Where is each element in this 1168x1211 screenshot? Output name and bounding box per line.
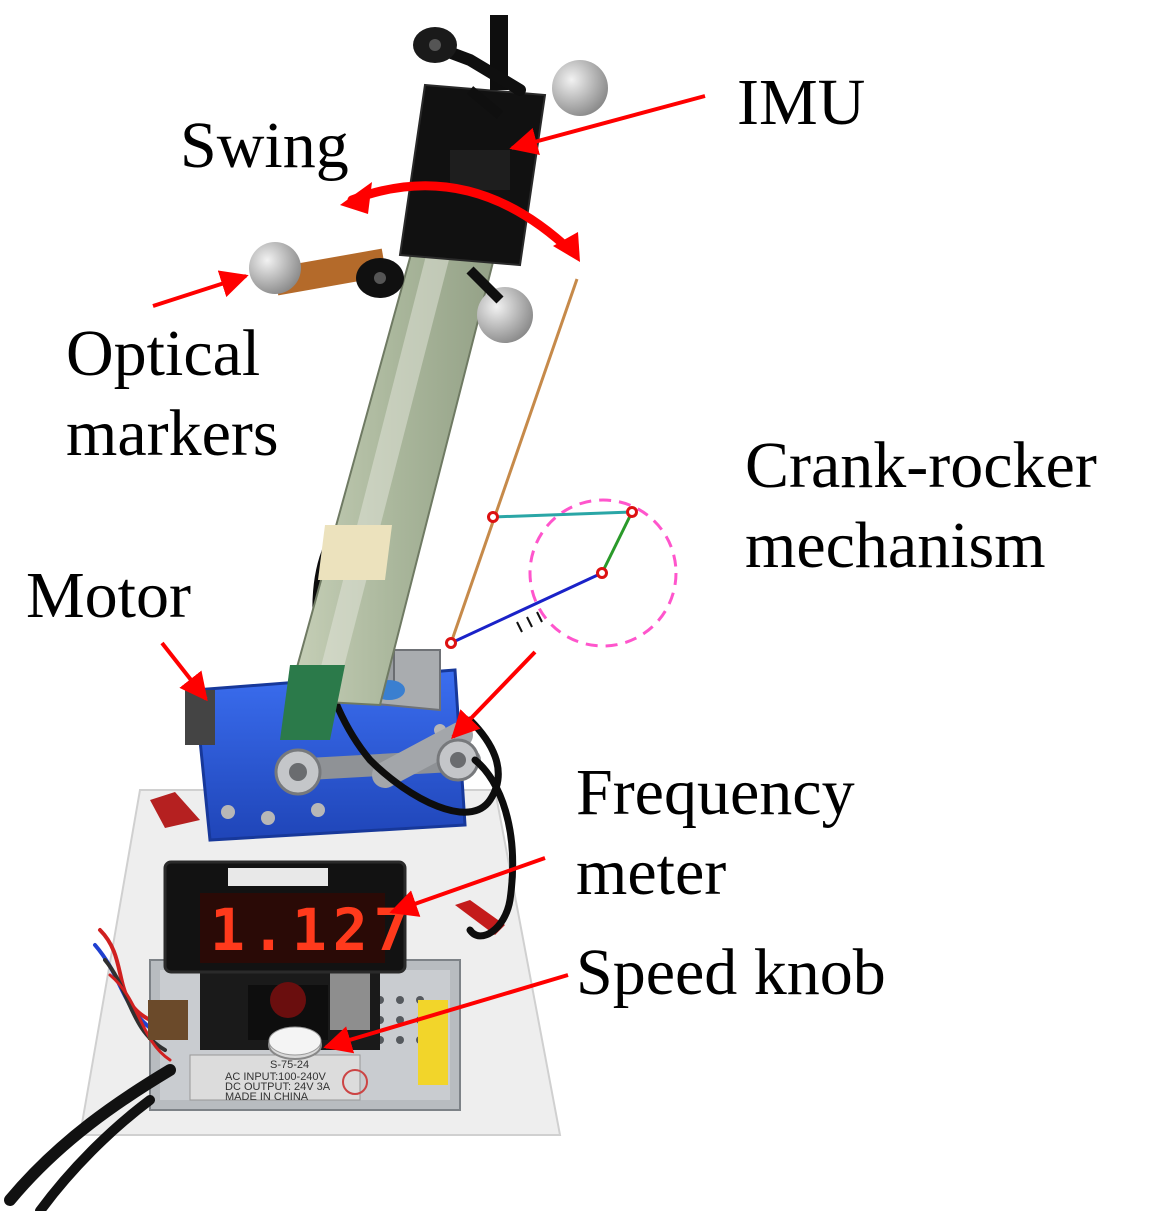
ground-link bbox=[450, 571, 603, 645]
label-frequency-meter: Frequency meter bbox=[576, 760, 855, 906]
joint bbox=[445, 637, 457, 649]
psu-input: AC INPUT:100-240V bbox=[225, 1071, 327, 1083]
optical-markers bbox=[249, 27, 608, 343]
coupler-link bbox=[492, 510, 633, 519]
joint bbox=[596, 567, 608, 579]
psu-model: S-75-24 bbox=[270, 1059, 309, 1071]
imu-arrow bbox=[509, 94, 706, 155]
red-strap bbox=[150, 792, 505, 935]
crank-rocker-arrow bbox=[451, 650, 537, 740]
psu-output: DC OUTPUT: 24V 3A bbox=[225, 1081, 331, 1093]
label-optical-markers-line1: Optical bbox=[66, 317, 261, 390]
ground-hatch bbox=[516, 611, 543, 633]
rocker-link bbox=[449, 278, 579, 644]
joint bbox=[487, 511, 499, 523]
label-frequency-meter-line2: meter bbox=[576, 836, 727, 909]
label-optical-markers: Optical markers bbox=[66, 321, 279, 467]
label-frequency-meter-line1: Frequency bbox=[576, 756, 855, 829]
psu-origin: MADE IN CHINA bbox=[225, 1091, 309, 1103]
label-crank-rocker-line1: Crank-rocker bbox=[745, 429, 1097, 502]
motor-arrow bbox=[160, 641, 208, 702]
optical-markers-arrow bbox=[152, 270, 249, 308]
annotation-arrows bbox=[152, 94, 706, 1054]
wiring bbox=[4, 928, 188, 1211]
frequency-meter: 1.127 bbox=[163, 860, 415, 974]
label-speed-knob: Speed knob bbox=[576, 936, 886, 1009]
label-motor: Motor bbox=[26, 559, 191, 632]
crank-link bbox=[600, 511, 634, 574]
frequency-readout: 1.127 bbox=[210, 896, 415, 964]
crank-circle bbox=[528, 498, 678, 648]
label-swing: Swing bbox=[180, 109, 349, 182]
label-crank-rocker: Crank-rocker mechanism bbox=[745, 433, 1097, 579]
joint bbox=[626, 506, 638, 518]
pendulum-bar bbox=[280, 158, 519, 740]
label-imu: IMU bbox=[737, 66, 866, 139]
label-crank-rocker-line2: mechanism bbox=[745, 509, 1046, 582]
speed-knob bbox=[268, 1026, 322, 1060]
speed-knob-arrow bbox=[323, 973, 569, 1054]
swing-arrow bbox=[340, 181, 580, 262]
imu-module bbox=[398, 15, 547, 267]
frequency-meter-arrow bbox=[389, 856, 546, 917]
crank-rocker-diagram bbox=[445, 278, 678, 649]
label-optical-markers-line2: markers bbox=[66, 397, 279, 470]
